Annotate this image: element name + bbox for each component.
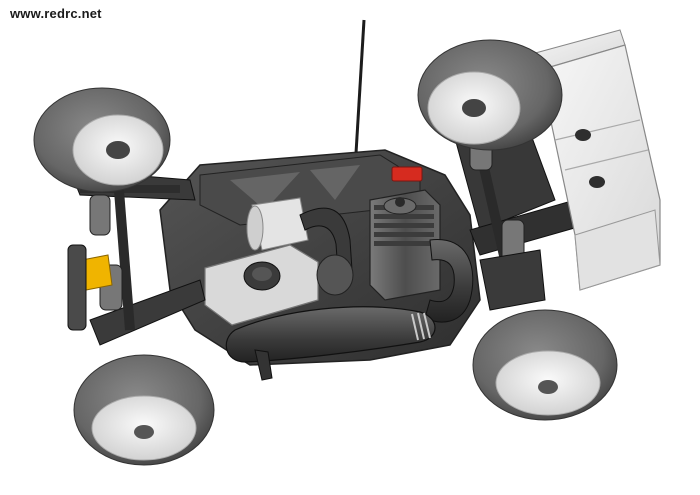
receiver-red	[391, 166, 423, 182]
exhaust-pipe	[225, 306, 436, 363]
pipe-spring	[411, 312, 431, 341]
flywheel	[316, 254, 354, 296]
antenna	[353, 19, 366, 171]
watermark-text: www.redrc.net	[10, 6, 102, 21]
front-right-wheel	[73, 354, 215, 466]
rear-wing	[527, 29, 661, 291]
front-left-wheel	[33, 87, 171, 193]
rear-right-wheel	[472, 309, 618, 421]
rear-left-wheel	[417, 39, 563, 151]
